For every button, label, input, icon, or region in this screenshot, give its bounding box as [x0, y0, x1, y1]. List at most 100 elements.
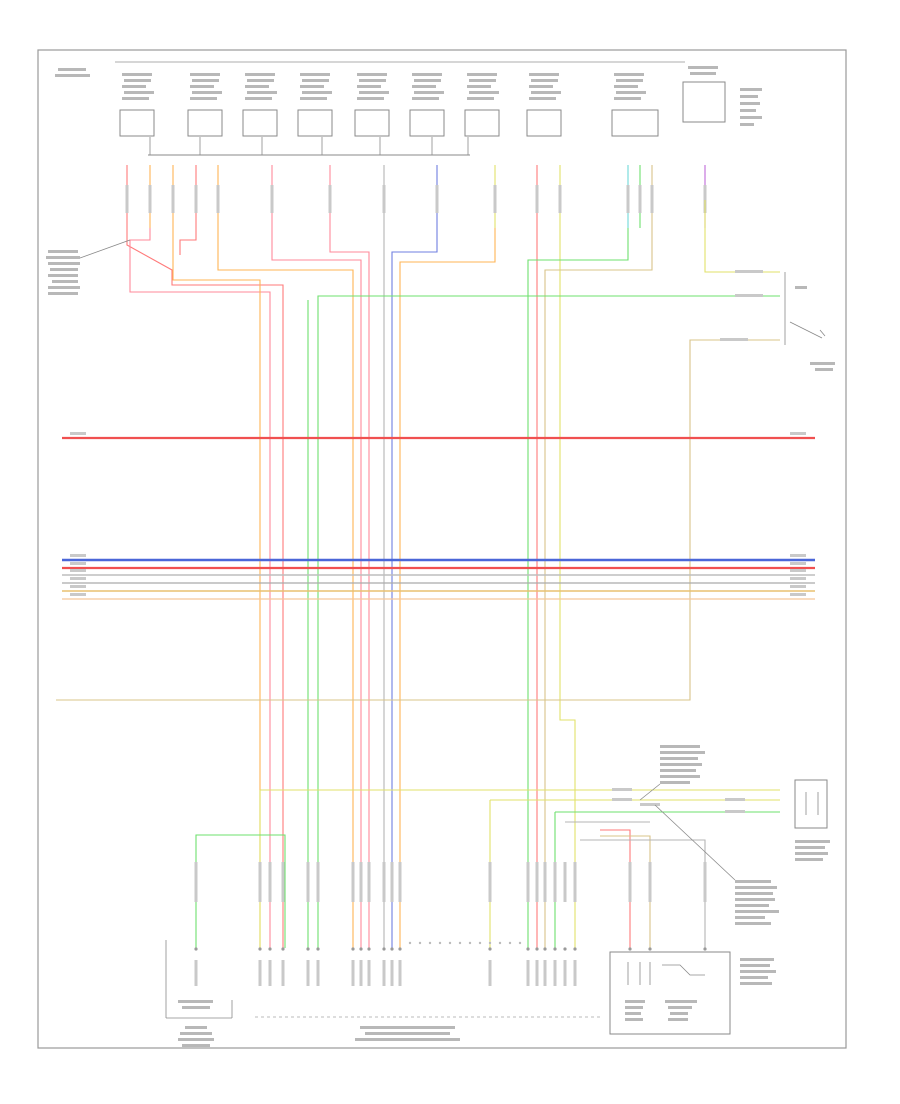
solenoid-label-line — [247, 79, 274, 82]
wire-label — [640, 803, 660, 806]
pin-label — [306, 862, 310, 902]
pin — [543, 947, 547, 951]
solenoid-label-line — [124, 79, 151, 82]
solenoid-connector-box — [187, 109, 223, 137]
unused-pin — [468, 941, 472, 945]
pin-label — [316, 862, 320, 902]
wire-tan-1 — [544, 228, 653, 948]
wire-label — [125, 185, 129, 213]
wire-label — [725, 810, 745, 813]
solenoid-label-line — [190, 97, 217, 100]
wire-harness — [56, 165, 780, 948]
solenoid-3 — [242, 73, 278, 137]
wire-label — [612, 788, 632, 791]
solenoid-label-line — [357, 85, 381, 88]
solenoid-label-line — [300, 97, 327, 100]
wire-label — [612, 798, 632, 801]
solenoid-label-line — [357, 97, 384, 100]
left-splice-callout — [46, 239, 131, 295]
pin-label — [488, 862, 492, 902]
wire-blue-1 — [391, 228, 438, 948]
solenoid-label-line — [529, 73, 559, 76]
wire-label — [270, 185, 274, 213]
solenoid-label-line — [469, 91, 499, 94]
solenoid-label-line — [414, 91, 444, 94]
pin-function-label — [382, 960, 386, 986]
solenoid-label-line — [614, 73, 644, 76]
solenoid-label-line — [359, 79, 386, 82]
solenoid-label-line — [531, 79, 558, 82]
bus-label-right — [790, 585, 806, 588]
wire-tan-2 — [56, 339, 780, 701]
pin-function-label — [367, 960, 371, 986]
pin-function-label — [553, 960, 557, 986]
bus-label-right — [790, 554, 806, 557]
wire-label — [638, 185, 642, 213]
pin — [268, 947, 272, 951]
pin-label — [194, 862, 198, 902]
pin-label — [359, 862, 363, 902]
wire-label — [328, 185, 332, 213]
wire-label — [735, 270, 763, 273]
wire-label — [382, 185, 386, 213]
bus-label-left — [70, 577, 86, 580]
pin-label — [563, 862, 567, 902]
solenoid-label-line — [412, 97, 439, 100]
pin-label — [258, 862, 262, 902]
solenoid-label-line — [359, 91, 389, 94]
solenoid-9 — [611, 73, 659, 137]
pin-function-label — [281, 960, 285, 986]
solenoid-label-line — [412, 85, 436, 88]
pin-function-label — [563, 960, 567, 986]
solenoid-label-line — [302, 91, 332, 94]
solenoid-label-line — [245, 73, 275, 76]
unused-pin — [498, 941, 502, 945]
unused-pin — [478, 941, 482, 945]
unused-pin — [418, 941, 422, 945]
solenoid-label-line — [122, 97, 149, 100]
pin-label — [367, 862, 371, 902]
solenoid-label-line — [190, 73, 220, 76]
bus-lines — [62, 432, 815, 600]
shift-solenoid-box — [609, 951, 776, 1035]
bus-label-right — [790, 432, 806, 435]
wire-label — [435, 185, 439, 213]
pcm-connector-pins — [194, 862, 707, 986]
bus-label-left — [70, 562, 86, 565]
solenoid-label-line — [300, 85, 324, 88]
wire-label — [650, 185, 654, 213]
wire-label — [558, 185, 562, 213]
solenoid-label-line — [414, 79, 441, 82]
wire-orange-3 — [399, 228, 496, 948]
unused-pin — [508, 941, 512, 945]
solenoid-label-line — [467, 85, 491, 88]
bus-label-right — [790, 569, 806, 572]
wire-red-1 — [126, 228, 284, 948]
pin-function-label — [268, 960, 272, 986]
pin — [526, 947, 530, 951]
speed-sensor-connector — [794, 779, 830, 861]
solenoid-connector-box — [354, 109, 390, 137]
pin — [648, 947, 652, 951]
solenoid-1 — [119, 73, 155, 137]
solenoid-2 — [187, 73, 223, 137]
pin — [351, 947, 355, 951]
solenoid-label-line — [467, 73, 497, 76]
splice-callouts — [639, 745, 779, 925]
pin-function-label — [488, 960, 492, 986]
pin-function-label — [543, 960, 547, 986]
pin — [398, 947, 402, 951]
solenoid-label-line — [190, 85, 214, 88]
pin-label — [535, 862, 539, 902]
solenoid-label-line — [529, 97, 556, 100]
bus-label-left — [70, 432, 86, 435]
bus-label-left — [70, 585, 86, 588]
pin-function-label — [526, 960, 530, 986]
pin-function-label — [573, 960, 577, 986]
wire-label — [725, 798, 745, 801]
solenoid-label-line — [122, 85, 146, 88]
pin — [258, 947, 262, 951]
bus-label-right — [790, 562, 806, 565]
